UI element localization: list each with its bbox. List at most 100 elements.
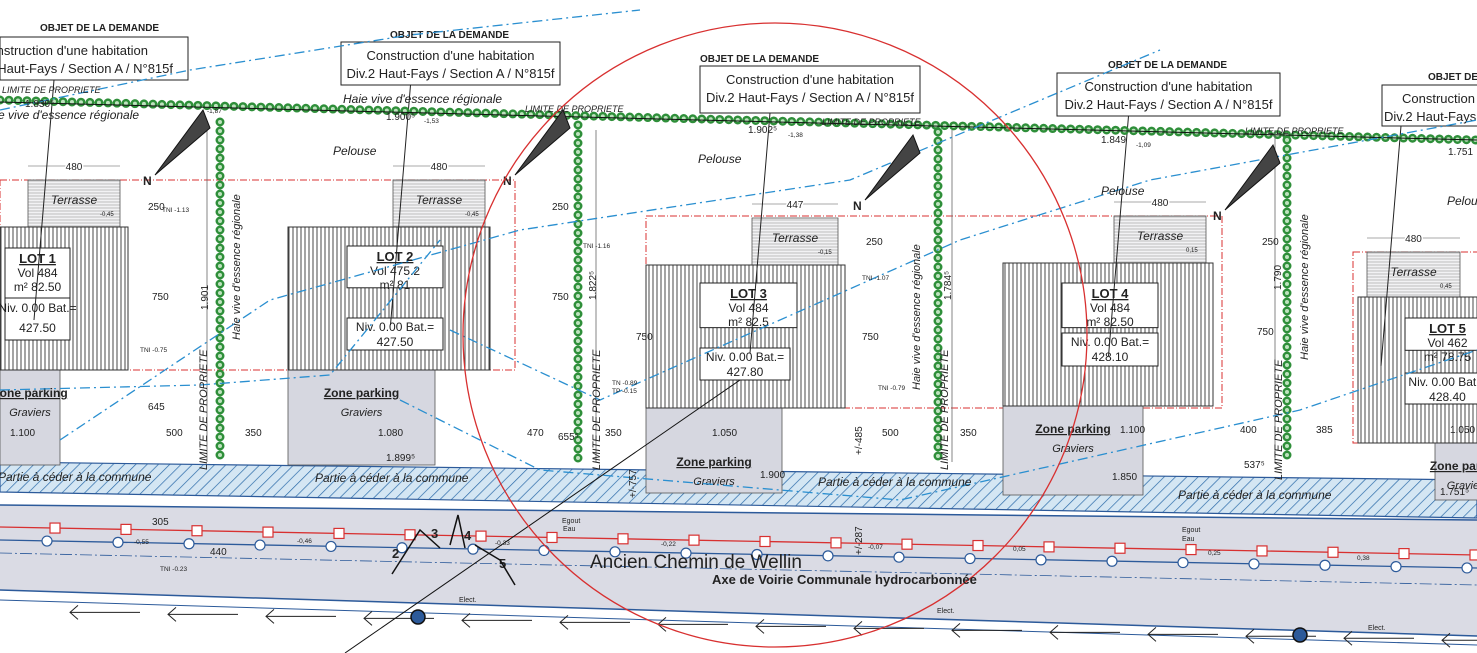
- road-edge: [0, 599, 1477, 646]
- dimension-label: 1.900: [760, 470, 785, 481]
- dimension-label: 250: [148, 202, 165, 213]
- objet-line2: Div.2 Haut-Fays / Section A / N°815f: [347, 66, 555, 81]
- dimension-label: 750: [1257, 327, 1274, 338]
- plan-label: Partie à céder à la commune: [818, 475, 972, 489]
- terrace: [1113, 215, 1207, 264]
- dimension-label: 750: [152, 292, 169, 303]
- sewer-manhole-icon: [688, 534, 700, 546]
- objet-line2: Div.2 Haut-Fays / Section A / N°815f: [706, 90, 914, 105]
- terrace-level: 0,15: [1186, 248, 1198, 254]
- objet-line1: Construction d'une habitation: [367, 48, 535, 63]
- sewer-manhole-icon: [1043, 541, 1055, 553]
- dimension-label: 1.751: [1448, 147, 1473, 158]
- terrace-width: 480: [1152, 198, 1169, 209]
- traffic-direction-arrow-icon: [951, 622, 1022, 638]
- sewer-manhole-icon: [49, 522, 61, 534]
- parking-surface: Graviers: [341, 407, 383, 419]
- level-box: [1404, 372, 1477, 405]
- lot-area: m² 82.50: [1086, 315, 1134, 329]
- sewer-manhole-icon: [404, 529, 416, 541]
- level-label: Niv. 0.00 Bat.=: [356, 320, 434, 334]
- parking-label: Zone parking: [676, 455, 751, 469]
- plan-label: Partie à céder à la commune: [1178, 488, 1332, 502]
- objet-box: [1381, 84, 1477, 127]
- dimension-label: -1,38: [788, 132, 803, 139]
- water-valve-icon: [1035, 554, 1047, 566]
- dimension-label: TNI -0.23: [160, 566, 187, 573]
- lot-volume: Vol 484: [728, 301, 768, 315]
- contour-line: [59, 49, 1161, 441]
- dimension-label: 350: [245, 428, 262, 439]
- dimension-label: 0,38: [1357, 555, 1370, 562]
- water-valve-icon: [112, 536, 124, 548]
- sewer-manhole-icon: [1114, 542, 1126, 554]
- level-value: 427.80: [727, 365, 764, 379]
- plan-label: Partie à céder à la commune: [0, 470, 152, 484]
- elec-label: Elect.: [459, 597, 477, 604]
- traffic-direction-arrow-icon: [1441, 632, 1477, 648]
- terrace-label: Terrasse: [51, 193, 98, 207]
- sewer-manhole-icon: [1256, 545, 1268, 557]
- dimension-label: +/-485: [854, 426, 865, 455]
- dimension-label: TNI -1.13: [162, 207, 189, 214]
- water-valve-icon: [822, 550, 834, 562]
- contour-line: [449, 119, 1477, 401]
- lot-area: m² 82.5: [728, 315, 769, 329]
- dimension-label: -0,46: [297, 538, 312, 545]
- parking-label: Zone parking: [324, 386, 399, 400]
- objet-heading: OBJET DE LA DEMANDE: [390, 30, 509, 41]
- objet-box: [699, 65, 921, 114]
- dimension-label: 1.050: [1450, 425, 1475, 436]
- objet-box: [1056, 72, 1281, 117]
- water-valve-icon: [680, 547, 692, 559]
- terrace-label: Terrasse: [1137, 229, 1184, 243]
- traffic-direction-arrow-icon: [1147, 626, 1218, 642]
- sewer-manhole-icon: [191, 525, 203, 537]
- parking-surface: Graviers: [1052, 443, 1094, 455]
- level-label: Niv. 0.00 Bat.=: [706, 350, 784, 364]
- objet-heading: OBJET DE LA DEMANDE: [1108, 60, 1227, 71]
- north-label: N: [503, 174, 512, 188]
- plan-label: Pelouse: [1447, 194, 1477, 208]
- north-arrow-icon: [864, 133, 921, 201]
- terrace-level: 0,45: [1440, 284, 1452, 290]
- vertical-label: Haie vive d'essence régionale: [1299, 214, 1311, 360]
- parking-surface: Graviers: [9, 407, 51, 419]
- objet-line1: Construction d'une habitation: [726, 72, 894, 87]
- manhole-icon: [410, 609, 426, 625]
- property-limit-line: [0, 101, 1477, 141]
- sewer-manhole-icon: [475, 530, 487, 542]
- dimension-label: -1,53: [424, 118, 439, 125]
- north-arrow-icon: [514, 108, 571, 176]
- dimension-label: -0,07: [868, 544, 883, 551]
- water-label: Eau: [1182, 536, 1195, 543]
- vertical-label: LIMITE DE PROPRIETE: [1273, 359, 1285, 480]
- terrace-level: -0,45: [100, 212, 114, 218]
- water-valve-icon: [1248, 558, 1260, 570]
- lot-name: LOT 2: [377, 249, 414, 264]
- dimension-label: 440: [210, 547, 227, 558]
- north-label: N: [853, 199, 862, 213]
- water-label: Eau: [563, 526, 576, 533]
- dimension-label: TP -0.15: [612, 388, 637, 395]
- photo-point-number: 3: [431, 526, 438, 541]
- plan-label: LIMITE DE PROPRIETE: [525, 104, 625, 114]
- terrace-width: 480: [66, 162, 83, 173]
- dimension-label: 750: [552, 292, 569, 303]
- road-name: Ancien Chemin de Wellin: [590, 552, 802, 573]
- objet-line2: Div.2 Haut-Fays / Section A / N°815f: [0, 61, 173, 76]
- north-label: N: [143, 174, 152, 188]
- terrace-label: Terrasse: [772, 231, 819, 245]
- parking-zone: [0, 369, 61, 466]
- contour-line: [399, 349, 1477, 501]
- sewer-manhole-icon: [1398, 548, 1410, 560]
- water-valve-icon: [41, 535, 53, 547]
- inspection-circle: [462, 22, 1088, 648]
- dimension-label: 350: [960, 428, 977, 439]
- dimension-label: -1,09: [1136, 142, 1151, 149]
- traffic-direction-arrow-icon: [657, 616, 728, 632]
- dimension-label: TN -0.89: [612, 380, 638, 387]
- dimension-label: +/-287: [854, 526, 865, 555]
- plan-label: LIMITE DE PROPRIETE: [822, 117, 922, 127]
